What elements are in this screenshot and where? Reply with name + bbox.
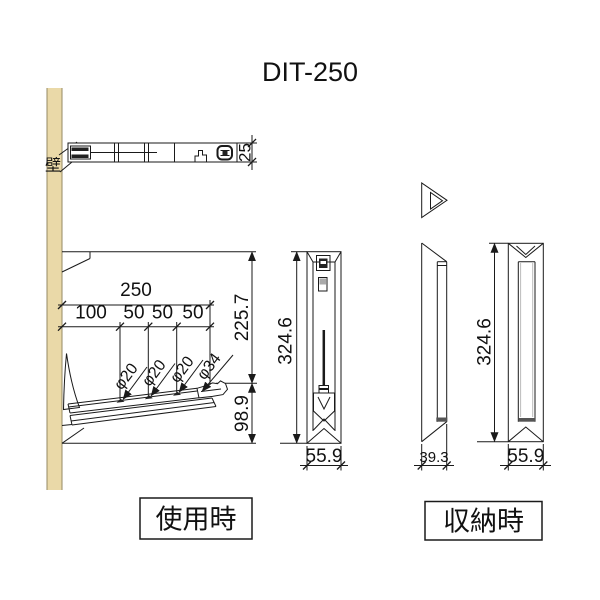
drawing-title: DIT-250 — [262, 57, 358, 87]
top-view-in-use: 25 — [67, 135, 257, 170]
dim-upper-height: 225.7 — [232, 294, 253, 342]
dim-segment-100: 100 — [75, 303, 107, 324]
latch-notch — [194, 150, 207, 162]
dim-tip-diameter: φ34 — [194, 350, 225, 383]
dim-segment-50b: 50 — [152, 303, 173, 324]
screw-detail — [216, 145, 233, 161]
dim-stored-width: 55.9 — [507, 446, 544, 467]
dim-peg-diameter: φ20 — [167, 353, 198, 386]
dim-lower-height: 98.9 — [232, 395, 253, 432]
caption-in-use: 使用時 — [139, 497, 253, 540]
wall-label: 壁 — [45, 156, 61, 175]
caption-stored-label: 収納時 — [443, 507, 524, 537]
dim-top-depth: 25 — [236, 143, 255, 162]
front-view-in-use: 324.6 55.9 — [276, 251, 348, 471]
dim-front-height: 324.6 — [276, 317, 297, 365]
stored-side-view: 39.3 — [414, 242, 454, 471]
dim-stored-depth: 39.3 — [419, 449, 448, 466]
wall-surface — [47, 88, 62, 490]
hook-front — [313, 392, 335, 422]
dim-stored-height: 324.6 — [475, 318, 496, 366]
stored-top-view — [421, 182, 448, 219]
peg — [173, 391, 181, 396]
hook-end-cap — [196, 380, 229, 399]
peg — [144, 395, 153, 400]
caption-in-use-label: 使用時 — [156, 505, 237, 535]
dim-segment-50a: 50 — [123, 303, 144, 324]
stored-front-view: 324.6 55.9 — [475, 242, 551, 471]
wall: 壁 — [45, 88, 79, 490]
dim-peg-diameter: φ20 — [139, 357, 170, 390]
dim-total-length: 250 — [120, 280, 152, 301]
caption-stored: 収納時 — [424, 500, 543, 541]
peg — [116, 398, 125, 403]
dim-front-width: 55.9 — [306, 446, 343, 467]
dim-peg-diameter: φ20 — [111, 360, 142, 393]
side-view-in-use — [61, 251, 257, 444]
dim-segment-50c: 50 — [182, 303, 203, 324]
support-arm — [62, 353, 81, 411]
